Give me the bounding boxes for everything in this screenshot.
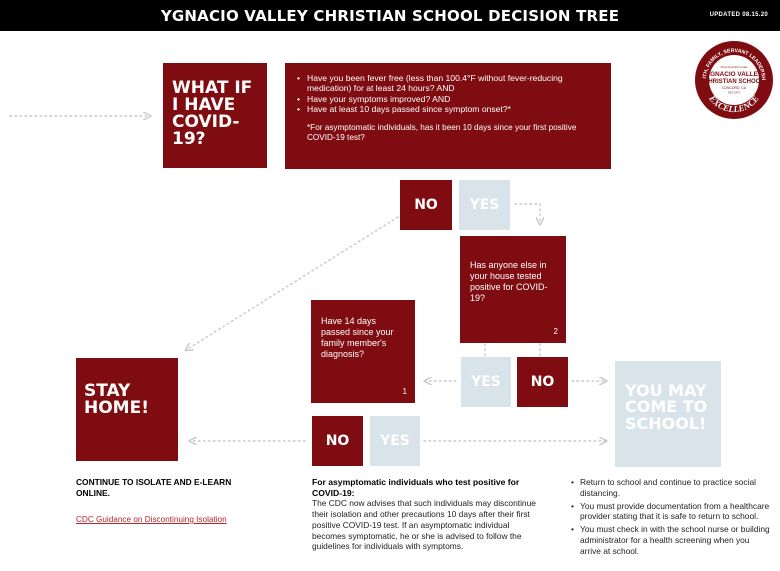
criteria-item: Have your symptoms improved? AND: [297, 94, 599, 105]
criteria-list: Have you been fever free (less than 100.…: [297, 73, 599, 115]
you-may-item: You must check in with the school nurse …: [571, 524, 771, 556]
no-answer-1: NO: [400, 180, 452, 230]
yes-to-question2-arrow: [514, 203, 540, 224]
question-2-box: Has anyone else in your house tested pos…: [460, 236, 566, 343]
updated-date: UPDATED 08.15.20: [709, 12, 768, 18]
start-question-box: WHAT IF I HAVE COVID-19?: [163, 63, 267, 168]
you-may-item: Return to school and continue to practic…: [571, 477, 771, 499]
stay-home-box: STAY HOME!: [76, 358, 178, 461]
yes-answer-2: YES: [461, 357, 511, 407]
asymptomatic-heading: For asymptomatic individuals who test po…: [312, 477, 520, 498]
you-may-info: Return to school and continue to practic…: [571, 477, 771, 558]
criteria-item: Have you been fever free (less than 100.…: [297, 73, 599, 94]
criteria-note: *For asymptomatic individuals, has it be…: [307, 122, 577, 142]
stay-home-title: STAY HOME!: [84, 381, 149, 418]
you-may-come-box: YOU MAY COME TO SCHOOL!: [615, 361, 721, 467]
stay-home-heading: CONTINUE TO ISOLATE AND E-LEARN ONLINE.: [76, 477, 232, 498]
criteria-box: Have you been fever free (less than 100.…: [285, 63, 611, 169]
page-title: YGNACIO VALLEY CHRISTIAN SCHOOL DECISION…: [160, 7, 620, 25]
question-1-text: Have 14 days passed since your family me…: [321, 316, 394, 359]
question-2-number: 2: [553, 327, 558, 337]
asymptomatic-body: The CDC now advises that such individual…: [312, 498, 536, 552]
header-bar: YGNACIO VALLEY CHRISTIAN SCHOOL DECISION…: [0, 0, 780, 31]
yes-answer-1: YES: [459, 180, 510, 230]
logo-est: EST 1973: [728, 91, 740, 95]
logo-tagline: Preschool-8th Grade: [720, 65, 748, 69]
question-1-number: 1: [402, 387, 407, 397]
logo-name-2: CHRISTIAN SCHOOL: [704, 79, 764, 85]
you-may-item: You must provide documentation from a he…: [571, 501, 771, 523]
no-answer-2: NO: [517, 357, 568, 407]
question-1-box: Have 14 days passed since your family me…: [311, 300, 415, 403]
no-answer-3: NO: [312, 416, 363, 466]
start-question-title: WHAT IF I HAVE COVID-19?: [172, 78, 253, 149]
you-may-list: Return to school and continue to practic…: [571, 477, 771, 556]
yes-answer-3: YES: [370, 416, 420, 466]
asymptomatic-info: For asymptomatic individuals who test po…: [312, 477, 540, 552]
logo-city: CONCORD, CA: [722, 86, 747, 90]
criteria-item: Have at least 10 days passed since sympt…: [297, 104, 599, 115]
you-may-come-title: YOU MAY COME TO SCHOOL!: [625, 381, 708, 433]
school-logo: FAITH, FAMILY, SERVANT LEADERSHIP EXCELL…: [694, 40, 773, 119]
stay-home-info: CONTINUE TO ISOLATE AND E-LEARN ONLINE. …: [76, 477, 246, 526]
logo-name-1: YGNACIO VALLEY: [706, 71, 763, 78]
cdc-guidance-link[interactable]: CDC Guidance on Discontinuing Isolation: [76, 515, 227, 524]
question-2-text: Has anyone else in your house tested pos…: [470, 260, 548, 303]
